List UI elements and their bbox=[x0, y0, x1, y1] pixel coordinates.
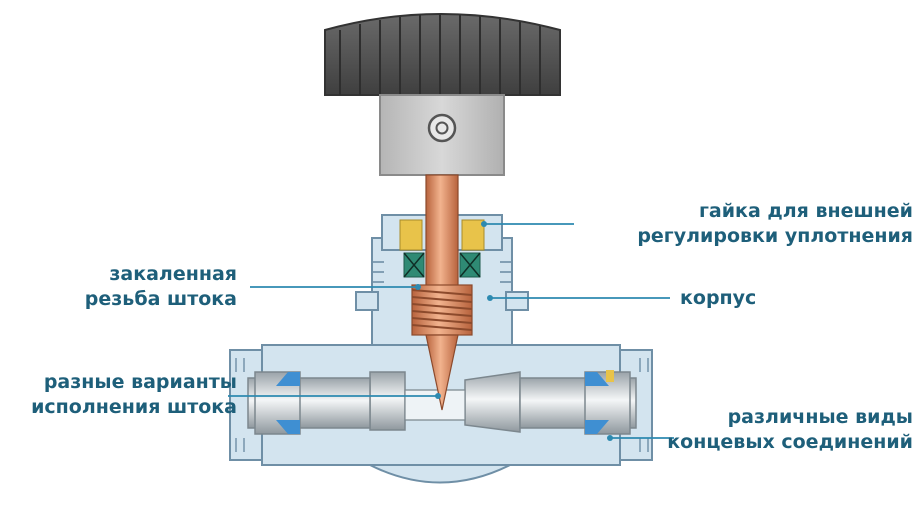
label-packing-nut: гайка для внешней регулировки уплотнения bbox=[637, 199, 913, 249]
label-stem-options-line-2: исполнения штока bbox=[31, 396, 237, 418]
label-stem-thread-line-1: закаленная bbox=[109, 263, 237, 285]
leader-lines bbox=[228, 223, 674, 439]
packing-assembly bbox=[399, 219, 485, 278]
label-stem-thread: закаленная резьба штока bbox=[85, 262, 237, 312]
handle-knob bbox=[324, 13, 561, 96]
right-end-fitting bbox=[519, 349, 653, 461]
label-stem-options: разные варианты исполнения штока bbox=[31, 370, 237, 420]
label-end-connections-line-2: концевых соединений bbox=[667, 431, 913, 453]
handle-bonnet bbox=[379, 94, 505, 176]
label-stem-thread-line-2: резьба штока bbox=[84, 288, 237, 310]
label-end-connections: различные виды концевых соединений bbox=[667, 405, 913, 455]
label-packing-nut-line-2: регулировки уплотнения bbox=[637, 225, 913, 247]
label-body-line-1: корпус bbox=[680, 287, 757, 309]
flow-passage bbox=[369, 371, 521, 433]
label-stem-options-line-1: разные варианты bbox=[43, 371, 237, 393]
label-end-connections-line-1: различные виды bbox=[727, 406, 913, 428]
valve-stem bbox=[411, 174, 473, 411]
left-end-fitting bbox=[229, 349, 371, 461]
label-packing-nut-line-1: гайка для внешней bbox=[698, 200, 913, 222]
label-body: корпус bbox=[680, 286, 756, 311]
leader-dots bbox=[415, 221, 613, 441]
